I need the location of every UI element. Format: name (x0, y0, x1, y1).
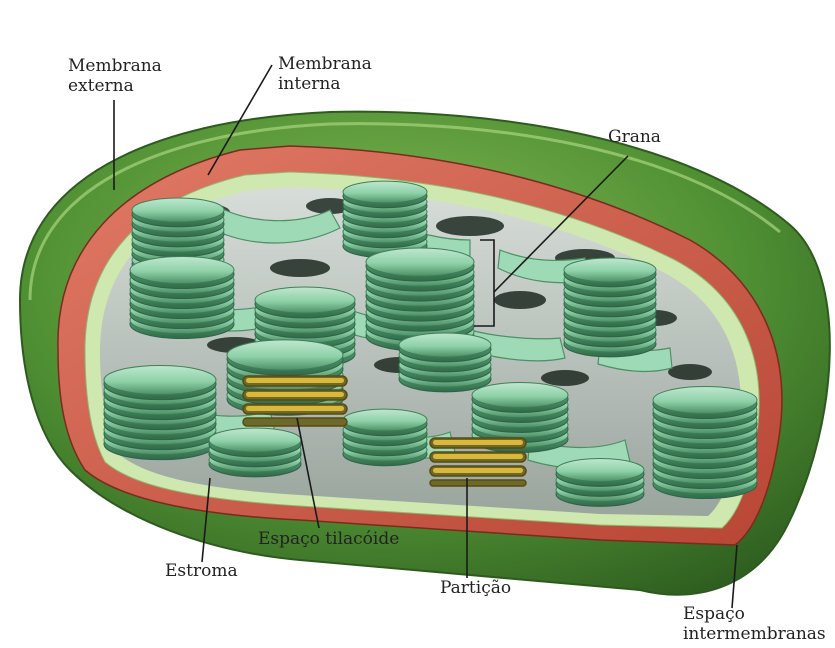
label-inner-membrane: Membrana interna (278, 54, 372, 94)
thylakoid-disc (227, 340, 343, 370)
thylakoid-disc (130, 256, 234, 283)
granum-stack (104, 365, 216, 459)
thylakoid-disc (132, 198, 224, 222)
thylakoid-disc (343, 181, 427, 203)
thylakoid-disc (399, 333, 491, 357)
label-partition: Partição (440, 578, 511, 598)
granum-stack (209, 428, 301, 477)
label-outer-membrane: Membrana externa (68, 56, 162, 96)
thylakoid-disc (366, 248, 474, 276)
granum-stack (653, 386, 757, 498)
thylakoid-disc (556, 459, 644, 482)
label-stroma: Estroma (165, 561, 238, 581)
granum-stack (564, 258, 656, 357)
thylakoid-disc (343, 409, 427, 431)
label-grana: Grana (608, 127, 661, 147)
thylakoid-disc (564, 258, 656, 282)
granum-stack (130, 256, 234, 338)
granum-stack (343, 181, 427, 258)
thylakoid-disc (255, 287, 355, 313)
thylakoid-disc (104, 365, 216, 394)
granum-stack (556, 459, 644, 507)
thylakoid-disc (472, 383, 568, 408)
granum-stack (399, 333, 491, 392)
thylakoid-disc (653, 386, 757, 413)
label-thylakoid-space: Espaço tilacóide (258, 529, 399, 549)
label-intermembrane-space: Espaço intermembranas (683, 604, 826, 644)
thylakoid-disc (209, 428, 301, 452)
granum-stack (343, 409, 427, 466)
